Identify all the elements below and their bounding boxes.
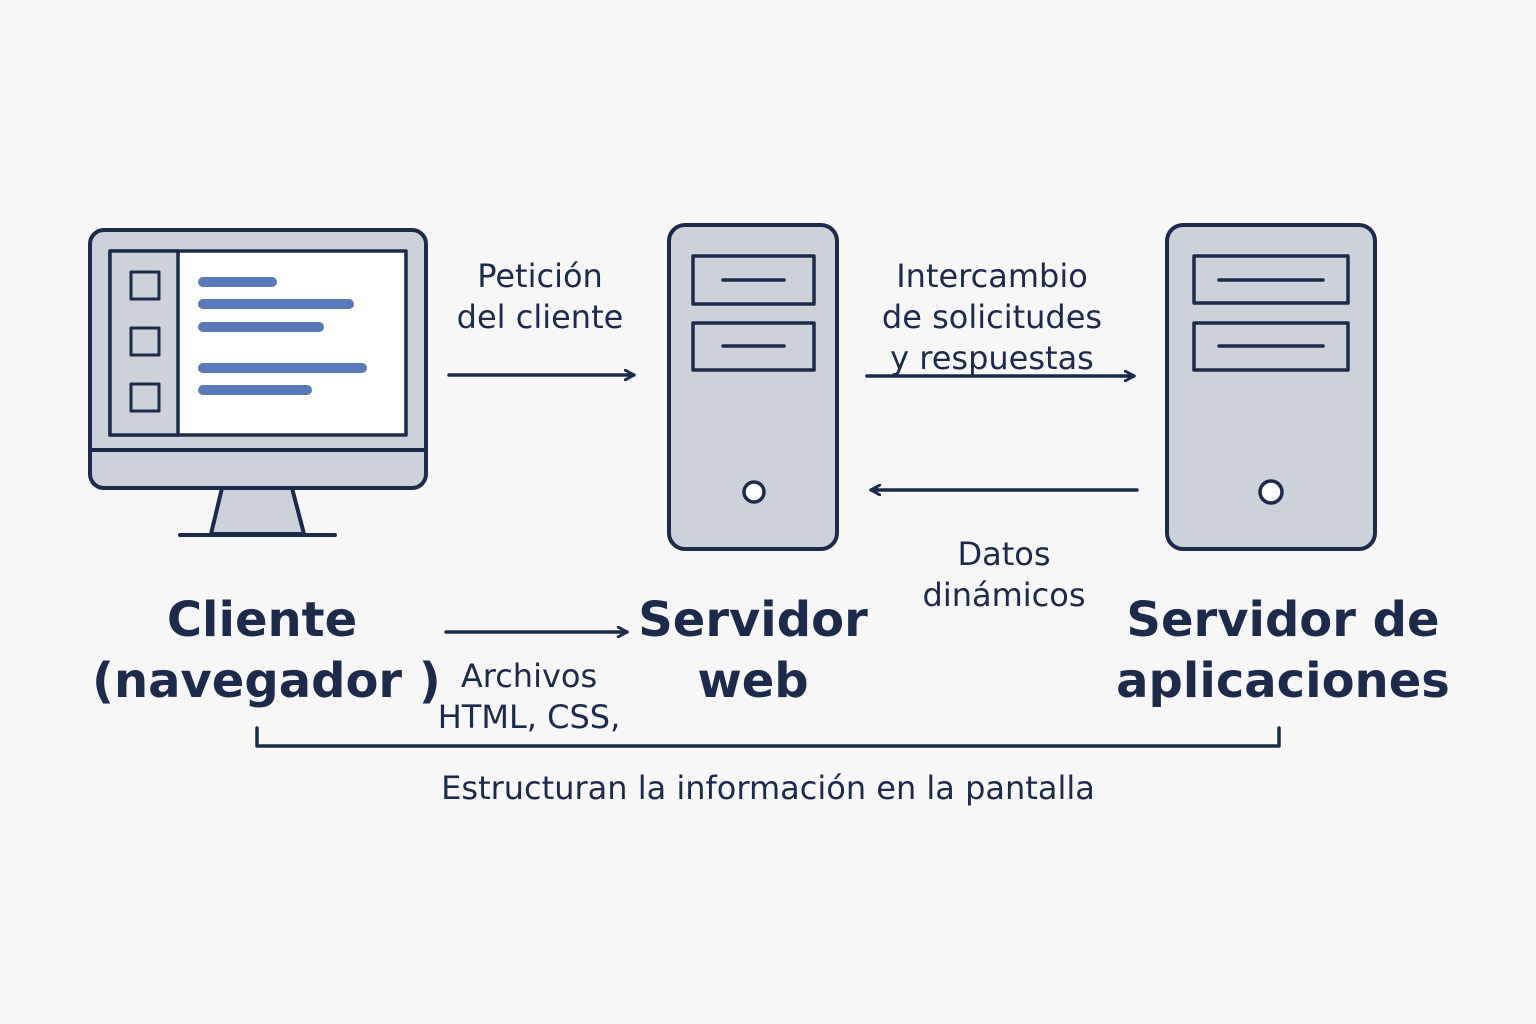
label-dynamic-data: Datos dinámicos xyxy=(922,535,1086,614)
server-icon xyxy=(1165,223,1377,551)
server-icon xyxy=(667,223,839,551)
screen-content-lines xyxy=(198,277,367,395)
label-client-request: Petición del cliente xyxy=(456,257,624,336)
label-exchange: Intercambio de solicitudes y respuestas xyxy=(881,257,1103,377)
title-client: Cliente (navegador ) xyxy=(92,592,441,709)
label-files: Archivos HTML, CSS, xyxy=(437,657,621,736)
title-web-server: Servidor web xyxy=(638,592,868,709)
title-app-server: Servidor de aplicaciones xyxy=(1116,592,1450,709)
monitor-icon xyxy=(88,228,428,537)
bracket-caption: Estructuran la información en la pantall… xyxy=(441,769,1095,807)
bracket xyxy=(255,726,1281,748)
